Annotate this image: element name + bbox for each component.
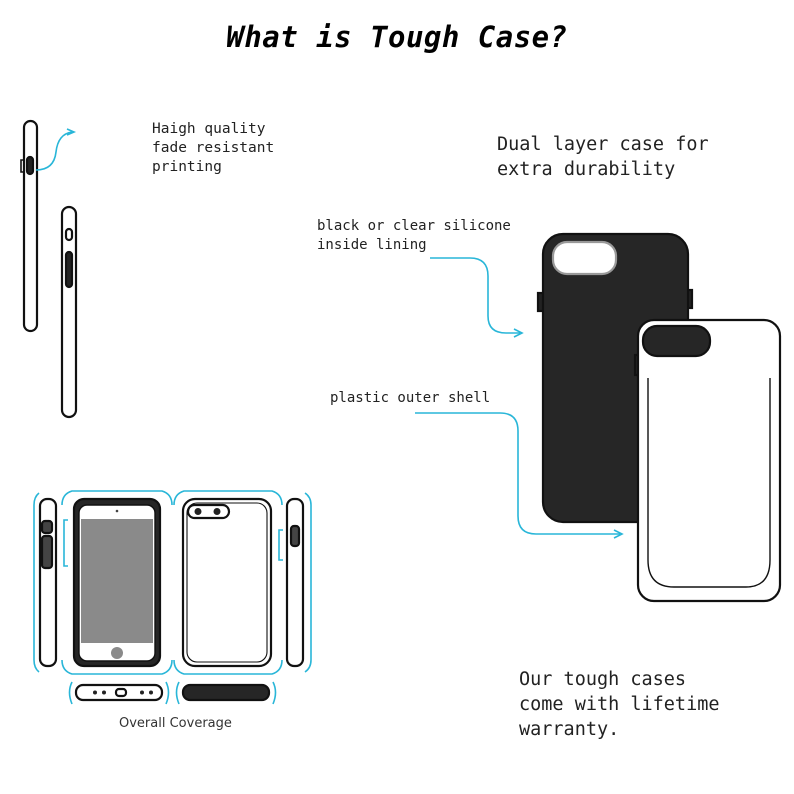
callout-lines <box>33 128 624 705</box>
coverage-side-right <box>285 497 305 668</box>
lining-arrow-line <box>430 257 520 334</box>
coverage-caption: Overall Coverage <box>119 716 232 731</box>
shell-arrow-line <box>415 412 620 535</box>
outer-shell-label: plastic outer shell <box>330 390 491 406</box>
silicone-lining-label: black or clear silicone inside lining <box>317 218 511 253</box>
printing-arrow-head <box>66 128 77 136</box>
case-side-profile-2 <box>60 205 78 419</box>
coverage-phone-front <box>72 497 162 668</box>
case-side-profile-1 <box>20 119 39 333</box>
dual-layer-note: Dual layer case for extra durability <box>497 134 709 180</box>
coverage-bottom-edge <box>74 683 164 702</box>
coverage-phone-back <box>181 497 273 668</box>
page-title: What is Tough Case? <box>226 20 568 54</box>
coverage-side-left <box>38 497 58 668</box>
coverage-top-edge <box>181 683 271 702</box>
shell-arrow-head <box>613 529 624 539</box>
coverage-brackets <box>33 490 312 705</box>
printing-arrow-line <box>35 131 73 171</box>
outer-shell-case <box>633 318 782 603</box>
lining-arrow-head <box>513 328 524 338</box>
warranty-note: Our tough cases come with lifetime warra… <box>519 669 720 740</box>
printing-note: Haigh quality fade resistant printing <box>152 121 275 175</box>
